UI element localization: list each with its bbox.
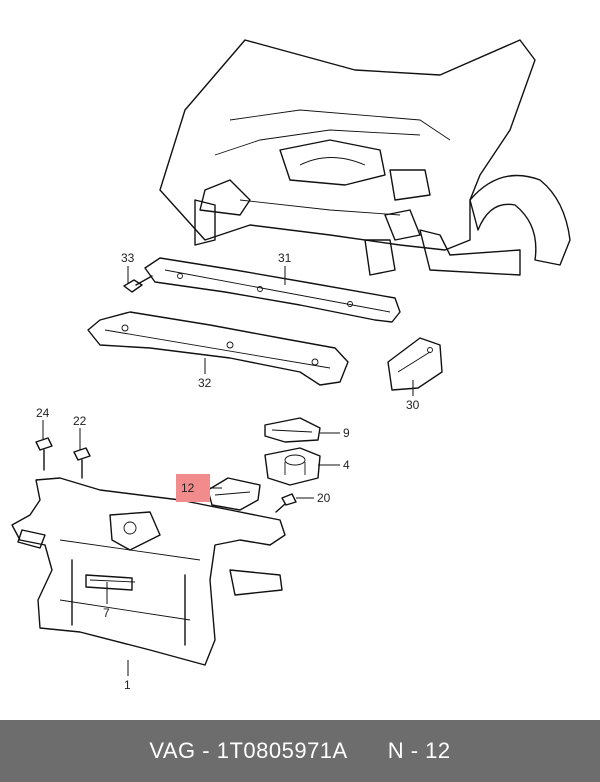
part-7-bracket bbox=[85, 574, 133, 591]
leader-lines bbox=[42, 266, 414, 676]
part-number: VAG - 1T0805971A bbox=[149, 738, 348, 763]
callout-31: 31 bbox=[278, 251, 292, 265]
part-12-bracket bbox=[207, 477, 261, 511]
callout-7: 7 bbox=[103, 606, 110, 620]
callout-9: 9 bbox=[343, 426, 350, 440]
diagram-reference: N - 12 bbox=[387, 738, 451, 763]
parts-diagram: 33 31 32 30 24 22 9 4 12 20 7 1 bbox=[11, 39, 571, 692]
part-22-bolt bbox=[73, 447, 91, 479]
part-1-lock-carrier bbox=[11, 477, 286, 666]
callout-4: 4 bbox=[343, 458, 350, 472]
callout-33: 33 bbox=[121, 251, 135, 265]
callout-1: 1 bbox=[124, 678, 131, 692]
part-4-lock-housing bbox=[264, 447, 321, 486]
callout-30: 30 bbox=[406, 398, 420, 412]
part-9-cover bbox=[264, 417, 321, 443]
car-body-front bbox=[159, 39, 571, 276]
footer-bar: VAG - 1T0805971A N - 12 bbox=[0, 720, 600, 782]
part-32-lower-cross-member bbox=[87, 311, 349, 386]
part-33-bolt bbox=[123, 275, 153, 293]
callout-22: 22 bbox=[73, 414, 87, 428]
part-31-upper-cross-member bbox=[144, 257, 401, 323]
highlight-box-12 bbox=[176, 474, 210, 502]
callout-12: 12 bbox=[181, 481, 195, 495]
part-30-bracket bbox=[387, 337, 443, 391]
part-20-screw bbox=[275, 493, 297, 513]
callout-24: 24 bbox=[36, 406, 50, 420]
part-24-bolt bbox=[35, 437, 53, 471]
callout-20: 20 bbox=[317, 491, 331, 505]
callout-32: 32 bbox=[198, 376, 212, 390]
